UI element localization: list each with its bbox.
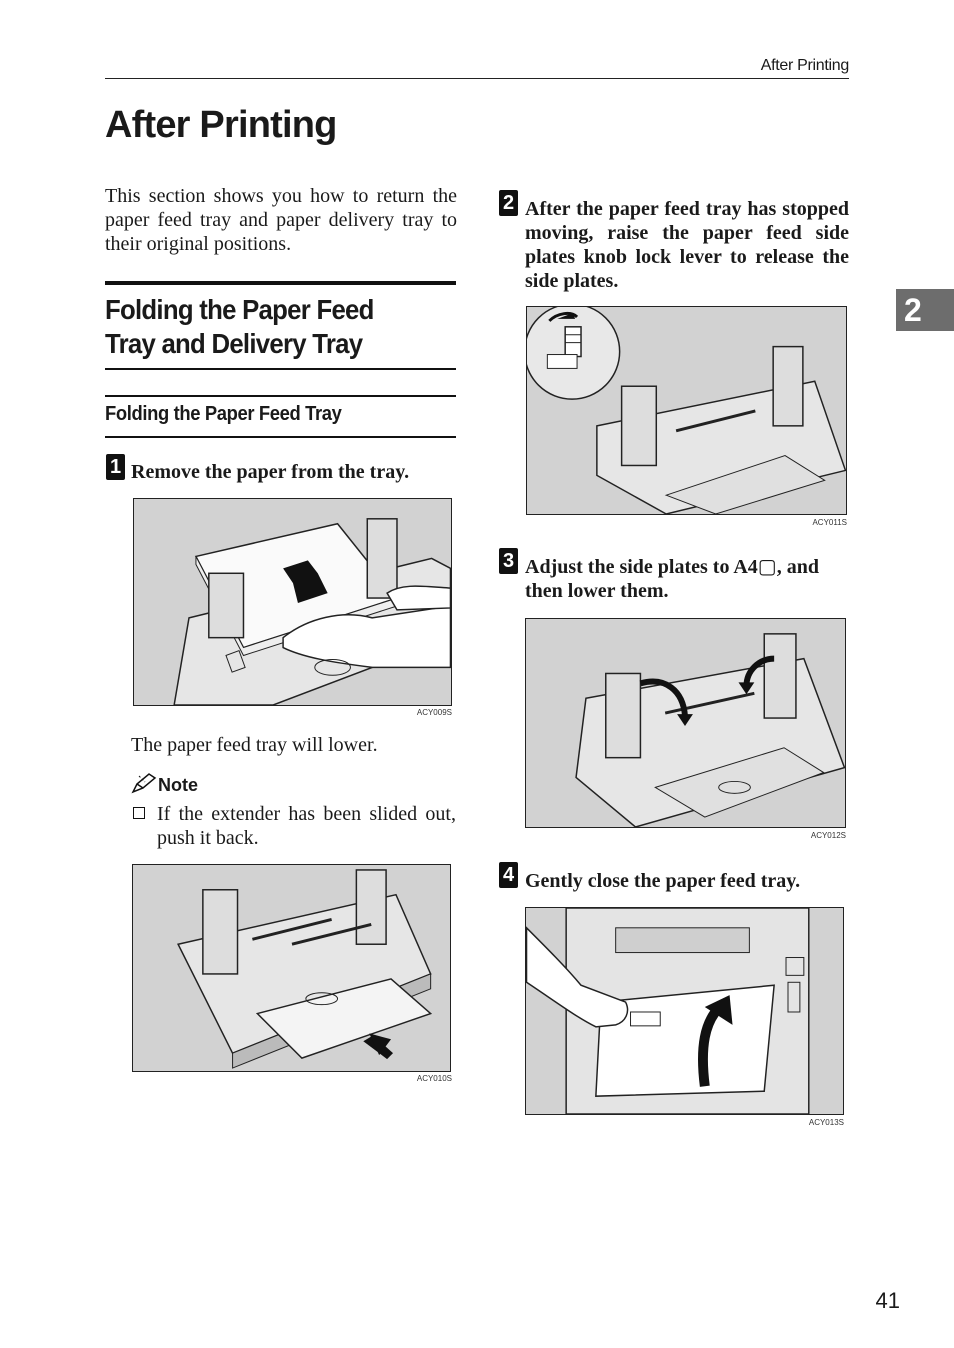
step-4-figure-code: ACY013S — [808, 1118, 844, 1127]
close-feed-tray-illustration — [526, 908, 843, 1114]
side-plates-adjust-illustration — [526, 619, 845, 827]
pencil-icon — [131, 772, 159, 794]
subsection-rule-top — [105, 395, 456, 397]
step-2-figure — [526, 306, 847, 515]
header-rule — [105, 78, 849, 79]
step-1-text: Remove the paper from the tray. — [131, 461, 410, 483]
page-number: 41 — [875, 1288, 900, 1313]
intro-paragraph: This section shows you how to return the… — [105, 185, 457, 255]
page-title: After Printing — [105, 104, 337, 146]
section-rule-bottom — [105, 368, 456, 370]
step-2-text: After the paper feed tray has stopped mo… — [525, 198, 849, 292]
note-item: If the extender has been slided out, pus… — [157, 803, 456, 849]
extender-push-illustration — [133, 865, 450, 1071]
step-1-badge: 1 — [106, 454, 125, 480]
section-title: Folding the Paper Feed Tray and Delivery… — [105, 294, 374, 359]
note-figure — [132, 864, 451, 1072]
step-3-figure-code: ACY012S — [810, 831, 846, 840]
chapter-tab: 2 — [896, 289, 954, 331]
note-figure-code: ACY010S — [416, 1074, 452, 1083]
knob-lock-lever-illustration — [527, 307, 846, 514]
subsection-title: Folding the Paper Feed Tray — [105, 403, 342, 425]
step-1-result: The paper feed tray will lower. — [131, 734, 378, 756]
subsection-rule-bottom — [105, 436, 456, 438]
step-1-figure — [133, 498, 452, 706]
note-title: Note — [158, 775, 198, 795]
step-4-badge: 4 — [499, 862, 518, 888]
step-4-text: Gently close the paper feed tray. — [525, 870, 801, 892]
step-4-figure — [525, 907, 844, 1115]
section-rule-top — [105, 281, 456, 285]
step-1-figure-code: ACY009S — [416, 708, 452, 717]
step-2-badge: 2 — [499, 190, 518, 216]
step-3-figure — [525, 618, 846, 828]
note-bullet-checkbox — [133, 807, 145, 819]
running-header: After Printing — [760, 57, 850, 74]
remove-paper-illustration — [134, 499, 451, 705]
step-2-figure-code: ACY011S — [812, 518, 847, 527]
step-3-text: Adjust the side plates to A4▢, and then … — [525, 556, 819, 602]
step-3-badge: 3 — [499, 548, 518, 574]
